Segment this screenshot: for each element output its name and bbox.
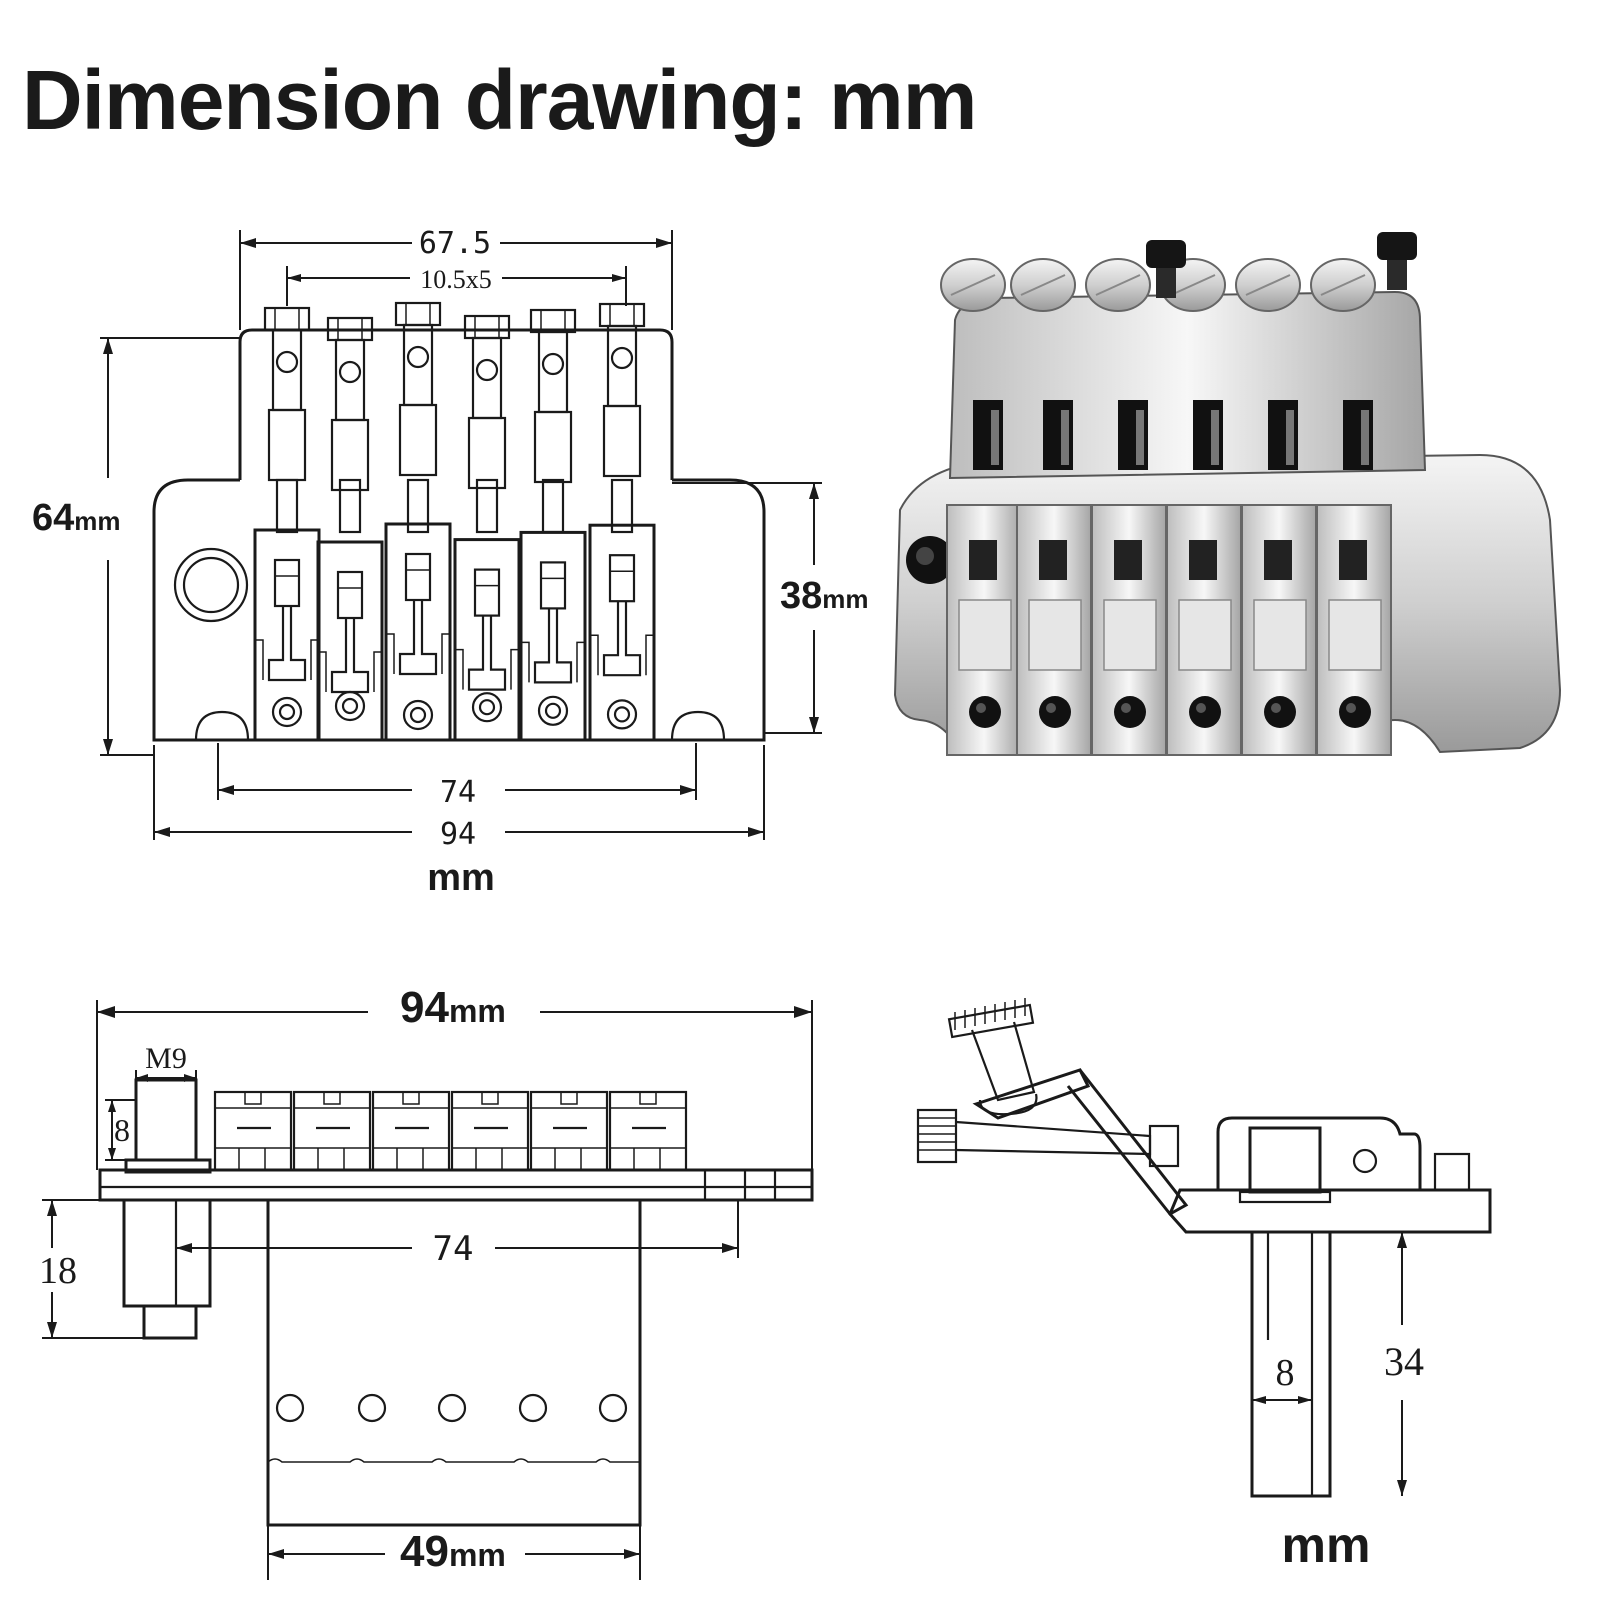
page-title: Dimension drawing: mm — [22, 53, 977, 147]
dim-stud-height-label: 18 — [39, 1250, 77, 1292]
saddle — [253, 306, 321, 742]
side-saddle — [371, 1090, 451, 1172]
photo-lock-screw — [1146, 240, 1186, 298]
photo-saddle — [1235, 258, 1317, 756]
dim-base-width-label: 94 — [440, 817, 476, 852]
dim-block-width-label: 49mm — [400, 1527, 506, 1576]
dim-lock-height-label: 8 — [114, 1112, 130, 1148]
side-saddle — [292, 1090, 372, 1172]
side-saddle — [213, 1090, 293, 1172]
side-saddle — [529, 1090, 609, 1172]
saddle — [384, 301, 452, 742]
photo-saddle — [940, 258, 1022, 756]
dim-thread-label: M9 — [145, 1042, 187, 1075]
block-hole — [357, 1393, 387, 1423]
dim-block-depth-label: 34 — [1384, 1339, 1424, 1384]
side-saddle — [450, 1090, 530, 1172]
dim-side-stud-spacing-label: 74 — [433, 1229, 474, 1269]
dim-saddle-spacing-label: 10.5x5 — [420, 265, 492, 294]
saddle-group — [253, 301, 656, 742]
side-view-drawing: 94mm M9 8 18 — [39, 983, 814, 1580]
front-view-unit-label: mm — [427, 857, 495, 899]
saddle — [316, 316, 384, 742]
dim-stud-spacing-label: 74 — [440, 775, 476, 810]
side-saddle — [608, 1090, 688, 1172]
profile-view-unit-label: mm — [1282, 1517, 1371, 1573]
dim-post-diameter-label: 8 — [1276, 1352, 1295, 1394]
product-photo — [893, 232, 1562, 756]
saddle — [453, 314, 521, 742]
saddle — [588, 302, 656, 742]
photo-saddle — [1085, 258, 1167, 756]
photo-saddle — [1310, 258, 1392, 756]
front-view-drawing: 67.5 10.5x5 64mm — [32, 226, 869, 899]
photo-saddles — [940, 232, 1417, 756]
block-hole — [437, 1393, 467, 1423]
block-hole — [518, 1393, 548, 1423]
saddle — [519, 308, 587, 742]
photo-lock-screw — [1377, 232, 1417, 290]
dim-height-total-label: 64mm — [32, 497, 121, 539]
block-hole — [598, 1393, 628, 1423]
block-hole — [275, 1393, 305, 1423]
profile-view-drawing: 8 34 mm — [916, 998, 1492, 1573]
photo-saddle — [1010, 258, 1092, 756]
dim-height-base-label: 38mm — [780, 575, 869, 617]
side-saddle-row — [213, 1090, 688, 1172]
dim-top-width-label: 67.5 — [419, 226, 491, 261]
dim-side-width-label: 94mm — [400, 983, 506, 1032]
block-holes — [275, 1393, 628, 1423]
